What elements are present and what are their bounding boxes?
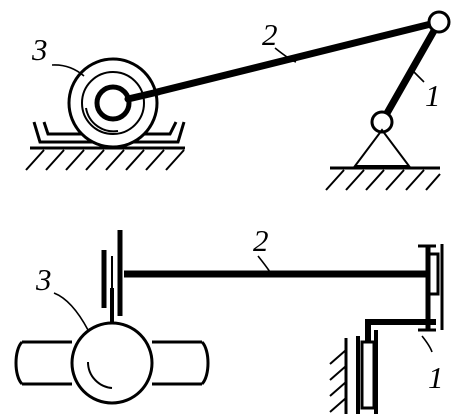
connecting-rod-top <box>109 18 443 107</box>
leader-roller-top <box>51 64 85 77</box>
wall-hatching <box>329 349 347 413</box>
roller-ground-hatching <box>25 149 185 171</box>
label-roller-top: 3 <box>31 32 48 67</box>
label-crank-bottom: 1 <box>428 360 444 395</box>
label-crank-top: 1 <box>425 78 441 113</box>
label-connecting-rod-bottom: 2 <box>253 223 269 258</box>
label-connecting-rod-top: 2 <box>262 17 278 52</box>
left-bearing <box>101 230 123 316</box>
fixed-bearing <box>356 330 378 414</box>
roller-ground <box>25 146 185 171</box>
leader-rod-bottom <box>257 255 271 273</box>
crank-ground-hatching <box>325 169 441 191</box>
leader-crank-top <box>413 71 425 83</box>
right-bearing <box>418 244 444 332</box>
bottom-view: 3 2 1 <box>14 223 444 414</box>
roller-bottom <box>70 321 154 405</box>
crank-support <box>353 128 411 167</box>
leader-crank-bottom <box>421 335 433 353</box>
crank-top <box>378 18 443 126</box>
crank-pivot-top <box>370 110 394 134</box>
roller-top <box>67 57 159 149</box>
label-roller-bottom: 3 <box>35 262 52 297</box>
leader-rod-top <box>274 47 297 63</box>
roller-shaft <box>22 340 202 386</box>
top-view: 3 2 1 <box>25 10 451 191</box>
leader-roller-bottom <box>53 292 89 331</box>
crank-rod-joint-top <box>427 10 451 34</box>
